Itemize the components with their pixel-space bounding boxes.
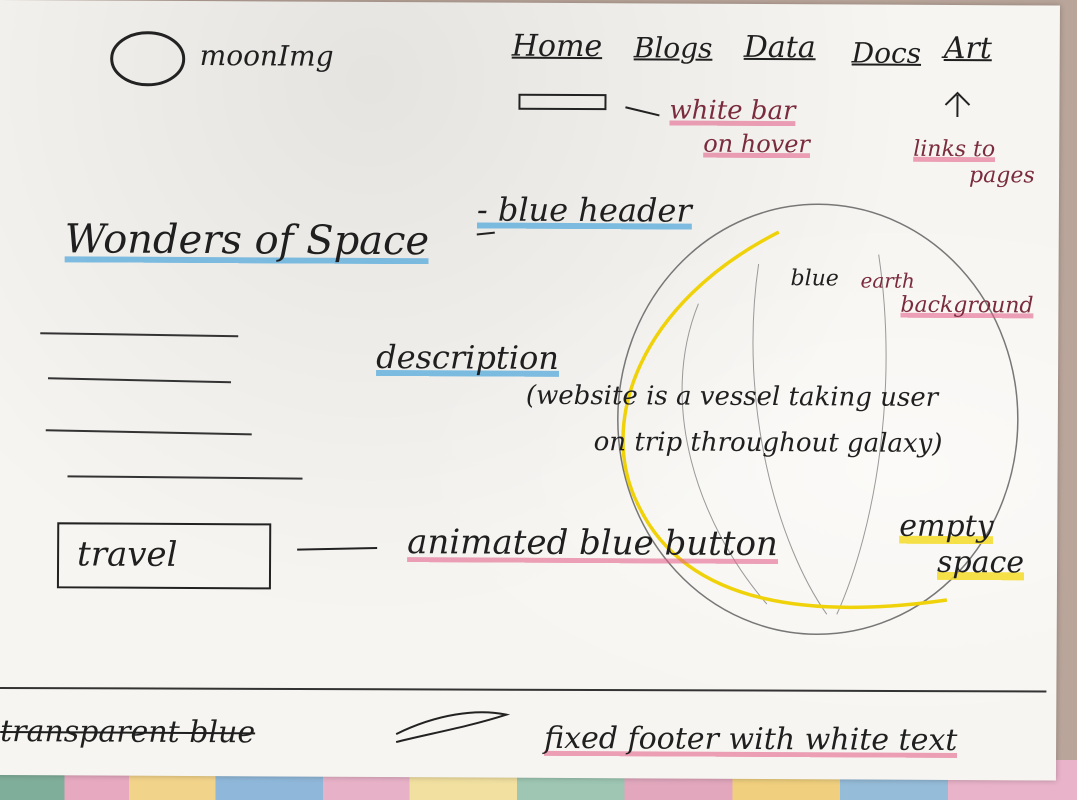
yellow-crescent-sketch bbox=[621, 230, 948, 610]
text-line bbox=[45, 429, 252, 436]
note-description: description bbox=[376, 337, 559, 377]
nav-link-data[interactable]: Data bbox=[743, 29, 816, 66]
note-background: background bbox=[900, 292, 1034, 319]
note-empty: empty bbox=[899, 508, 994, 545]
note-blue-header: - blue header bbox=[476, 190, 692, 230]
hover-bar-sketch bbox=[518, 93, 607, 111]
note-space: space bbox=[936, 544, 1025, 581]
nav-link-art[interactable]: Art bbox=[943, 30, 992, 67]
text-line bbox=[47, 377, 232, 384]
hero-title: Wonders of Space bbox=[64, 216, 430, 265]
note-links-to: links to bbox=[913, 136, 996, 163]
note-blue: blue bbox=[790, 266, 839, 292]
note-pages: pages bbox=[969, 163, 1035, 189]
logo-text[interactable]: moonImg bbox=[199, 39, 334, 73]
footer-separator bbox=[0, 686, 1047, 693]
travel-button[interactable]: travel bbox=[56, 522, 272, 590]
text-line bbox=[67, 475, 303, 480]
arrow-up-icon bbox=[944, 91, 971, 118]
note-website-vessel: (website is a vessel taking user bbox=[525, 380, 939, 413]
travel-button-label: travel bbox=[76, 534, 178, 575]
note-white-bar: white bar bbox=[669, 95, 796, 127]
note-earth: earth bbox=[860, 268, 915, 293]
note-on-hover: on hover bbox=[703, 129, 811, 159]
sketch-drawings bbox=[0, 31, 1047, 744]
logo-circle-icon bbox=[110, 31, 186, 87]
nav-link-home[interactable]: Home bbox=[511, 28, 603, 65]
note-transparent-blue: transparent blue bbox=[0, 714, 256, 751]
nav-link-blogs[interactable]: Blogs bbox=[633, 31, 713, 65]
nav-link-docs[interactable]: Docs bbox=[851, 36, 922, 70]
earth-sphere-sketch bbox=[617, 203, 1019, 636]
sketch-paper: moonImg Home Blogs Data Docs Art white b… bbox=[0, 0, 1060, 781]
text-line bbox=[40, 332, 239, 338]
note-fixed-footer: fixed footer with white text bbox=[544, 720, 958, 759]
note-trip-galaxy: on trip throughout galaxy) bbox=[593, 427, 943, 459]
note-animated-button: animated blue button bbox=[407, 522, 779, 565]
